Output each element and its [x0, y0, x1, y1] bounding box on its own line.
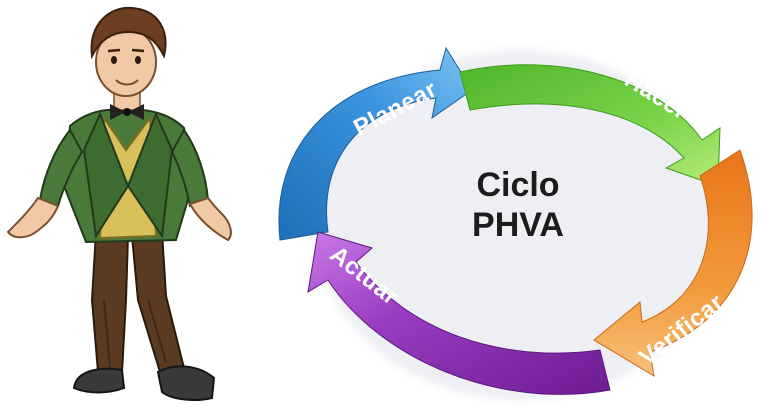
jacket [62, 108, 194, 244]
center-title-line1: Ciclo [476, 166, 559, 204]
arrow-actuar [307, 231, 611, 395]
phva-cycle-diagram: Planear Hacer Verificar Actuar Ciclo PHV… [278, 46, 753, 400]
center-title-line2: PHVA [472, 206, 564, 244]
left-arm [6, 128, 84, 239]
cycle-shadow [315, 50, 725, 400]
character-illustration [6, 6, 232, 401]
arrow-verificar [593, 149, 753, 377]
pants [90, 230, 186, 374]
shoes [72, 365, 216, 401]
head [90, 6, 167, 97]
arrow-planear [278, 46, 473, 241]
bow-tie [110, 104, 144, 120]
right-arm [170, 128, 232, 242]
